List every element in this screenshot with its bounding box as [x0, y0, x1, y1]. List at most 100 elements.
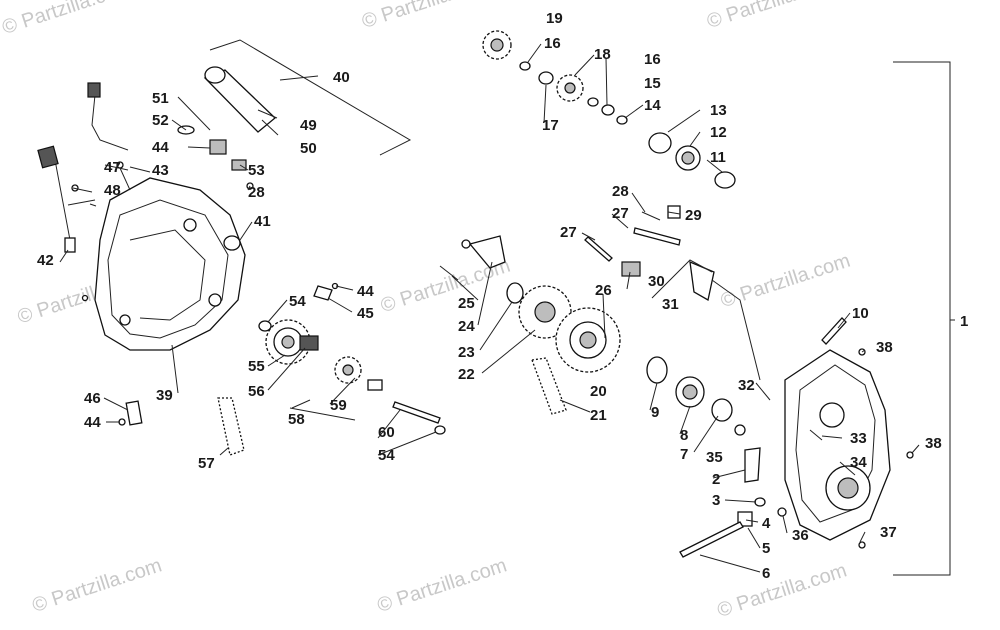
pin-33 [809, 429, 823, 441]
actuator-50 [209, 139, 227, 155]
callout-58: 58 [288, 411, 305, 428]
bolt-6 [679, 521, 744, 558]
callout-53: 53 [248, 162, 265, 179]
spring-28 [641, 211, 661, 221]
lever-26 [621, 261, 641, 277]
watermark-bottom-right: © Partzilla.com [715, 559, 850, 622]
callout-42: 42 [37, 252, 54, 269]
callout-16b: 16 [644, 51, 661, 68]
callout-6: 6 [762, 565, 770, 582]
callout-12: 12 [710, 124, 727, 141]
callout-20: 20 [590, 383, 607, 400]
shaft-60 [392, 401, 441, 424]
callout-24: 24 [458, 318, 475, 335]
callout-47: 47 [104, 159, 121, 176]
callout-25: 25 [458, 295, 475, 312]
callout-44c: 44 [84, 414, 101, 431]
seal-11 [714, 171, 736, 189]
callout-26: 26 [595, 282, 612, 299]
callout-36: 36 [792, 527, 809, 544]
callout-11: 11 [710, 149, 726, 166]
washer-16b [587, 97, 599, 107]
callout-30: 30 [648, 273, 665, 290]
callout-21: 21 [590, 407, 607, 424]
pin-27b [633, 227, 681, 246]
bushing-59 [367, 379, 383, 391]
right-housing-assembly [679, 317, 914, 558]
watermark-top-mid: © Partzilla.com [359, 0, 494, 33]
callout-43: 43 [152, 162, 169, 179]
seal-41 [223, 235, 241, 251]
callout-45: 45 [357, 305, 374, 322]
ring-17 [538, 71, 554, 85]
callout-35: 35 [706, 449, 723, 466]
callout-5: 5 [762, 540, 770, 557]
spring-25 [439, 265, 459, 281]
callout-50: 50 [300, 140, 317, 157]
group-brackets [209, 39, 951, 576]
fork-31 [689, 260, 715, 302]
callout-46: 46 [84, 390, 101, 407]
watermark-bottom-mid: © Partzilla.com [375, 554, 510, 617]
callout-22: 22 [458, 366, 475, 383]
callout-1: 1 [960, 313, 968, 330]
spring-48 [67, 199, 96, 206]
callout-27a: 27 [560, 224, 577, 241]
callout-16a: 16 [544, 35, 561, 52]
callout-55: 55 [248, 358, 265, 375]
ring-13 [648, 132, 672, 154]
bracket-58 [289, 407, 356, 421]
left-housing-cover [94, 177, 246, 351]
bracket-31 [651, 259, 713, 299]
washer-15 [601, 104, 615, 116]
ring-23 [506, 282, 524, 304]
wire-harness [91, 94, 129, 151]
callout-40: 40 [333, 69, 350, 86]
callout-2: 2 [712, 471, 720, 488]
callout-9: 9 [651, 404, 659, 421]
bracket-53 [231, 159, 247, 171]
callout-17: 17 [542, 117, 559, 134]
sensor-42 [37, 145, 59, 169]
callout-29: 29 [685, 207, 702, 224]
leader-lines [59, 43, 955, 573]
right-housing-1 [784, 349, 891, 541]
callout-19: 19 [546, 10, 563, 27]
washer-3 [754, 497, 766, 507]
watermark-top-left: © Partzilla.com [0, 0, 135, 39]
callout-34: 34 [850, 454, 867, 471]
callout-23: 23 [458, 344, 475, 361]
callout-3: 3 [712, 492, 720, 509]
callout-18: 18 [594, 46, 611, 63]
washer-16a [519, 61, 531, 71]
clip-45 [313, 285, 333, 301]
callout-8: 8 [680, 427, 688, 444]
callout-14: 14 [644, 97, 661, 114]
callout-41: 41 [254, 213, 271, 230]
callout-31: 31 [662, 296, 679, 313]
bracket-24 [468, 235, 506, 269]
washer-54a [258, 320, 272, 332]
callout-57: 57 [198, 455, 215, 472]
callout-27b: 27 [612, 205, 629, 222]
callout-15: 15 [644, 75, 661, 92]
callout-60: 60 [378, 424, 395, 441]
callout-labels: 1 2 3 4 5 6 7 8 9 10 11 12 13 14 15 16 1… [37, 10, 968, 582]
fitting-36 [777, 507, 787, 517]
callout-39: 39 [156, 387, 173, 404]
washer-54b [434, 425, 446, 435]
callout-13: 13 [710, 102, 727, 119]
callout-37: 37 [880, 524, 897, 541]
guide-46 [125, 400, 143, 426]
callout-10: 10 [852, 305, 869, 322]
plug-35 [734, 424, 746, 436]
callout-32: 32 [738, 377, 755, 394]
callout-28a: 28 [612, 183, 629, 200]
callout-44b: 44 [357, 283, 374, 300]
callout-38b: 38 [925, 435, 942, 452]
chain-21 [531, 357, 567, 415]
left-cover-assembly [37, 66, 339, 426]
left-gear-assembly [217, 319, 446, 456]
callout-56: 56 [248, 383, 265, 400]
watermark-right: © Partzilla.com [718, 250, 853, 313]
